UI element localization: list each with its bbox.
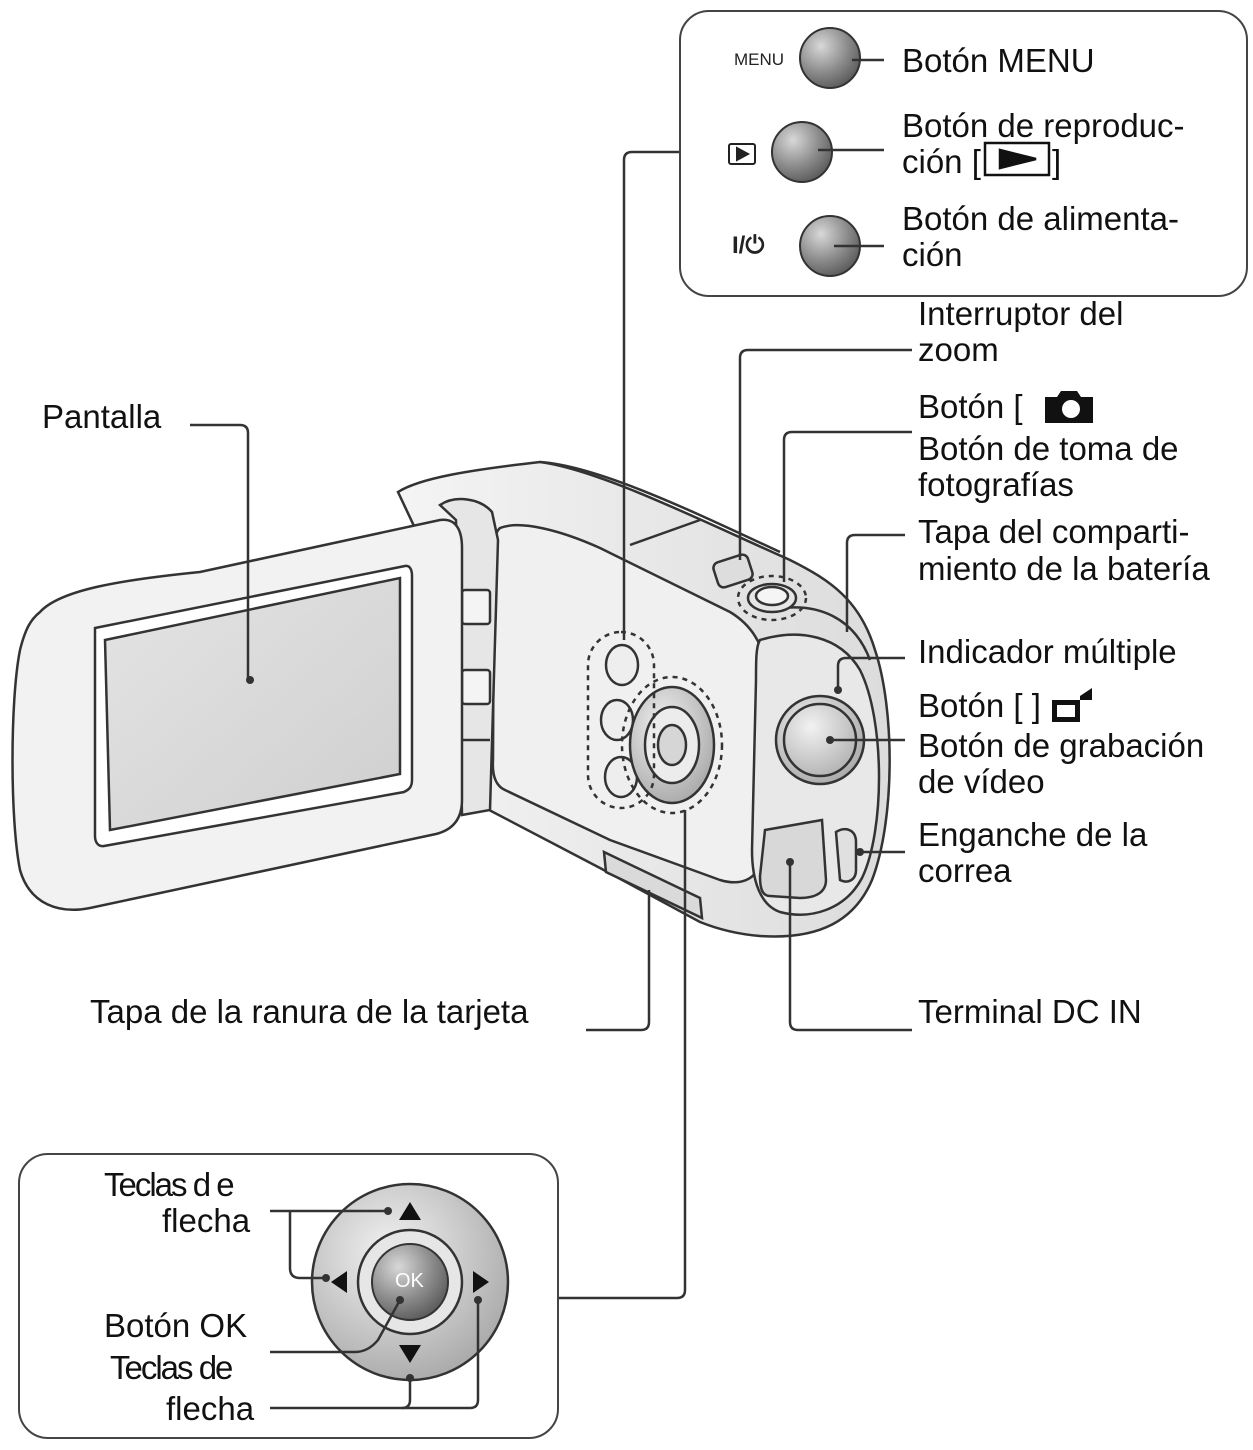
power-button-label-line2: ción: [902, 236, 963, 273]
playback-button-label-line2-post: ]: [1052, 143, 1062, 180]
strap-hook-label-line2: correa: [918, 852, 1012, 889]
video-button-label-line1: Botón [ ]: [918, 687, 1041, 724]
arrow-keys-top-label-line1: Teclas d e: [104, 1166, 235, 1203]
playback-inline-icon: [983, 141, 1051, 177]
arrow-keys-bottom-label-line2: flecha: [166, 1390, 255, 1427]
battery-cover-label-line2: miento de la batería: [918, 550, 1210, 587]
video-button-label-line3: de vídeo: [918, 763, 1045, 800]
power-icon: I/⏻: [732, 232, 765, 259]
arrow-pad-detail: [270, 1182, 510, 1410]
lcd-panel: [11, 518, 464, 911]
arrow-keys-panel: [18, 1153, 559, 1439]
menu-button-label: Botón MENU: [902, 42, 1095, 79]
camcorder-body: [396, 460, 891, 938]
playback-button-label-line1: Botón de reproduc-: [902, 107, 1185, 144]
arrow-right-icon: [473, 1271, 489, 1293]
video-camera-icon: [1052, 688, 1092, 722]
ok-button-label: Botón OK: [104, 1307, 248, 1344]
strap-hook-label-line1: Enganche de la: [918, 816, 1148, 853]
video-button-label-line2: Botón de grabación: [918, 727, 1205, 764]
playback-button-label-line2-pre: ción [: [902, 143, 981, 180]
card-slot-cover-label: Tapa de la ranura de la tarjeta: [90, 993, 529, 1030]
dc-in-label: Terminal DC IN: [918, 993, 1142, 1030]
photo-button-label-line2: Botón de toma de: [918, 430, 1179, 467]
callout-dashes: [586, 574, 808, 815]
photo-button-label-line3: fotografías: [918, 466, 1074, 503]
arrow-down-icon: [399, 1345, 421, 1363]
multi-indicator-label: Indicador múltiple: [918, 633, 1177, 670]
power-button-label-line1: Botón de alimenta-: [902, 200, 1180, 237]
playback-icon: [728, 143, 756, 165]
photo-button-label-line1: Botón [: [918, 388, 1023, 425]
camera-icon: [1045, 391, 1093, 423]
menu-glyph: MENU: [734, 50, 785, 69]
zoom-switch-label-line2: zoom: [918, 331, 999, 368]
arrow-up-icon: [399, 1202, 421, 1220]
ok-glyph: OK: [395, 1270, 424, 1292]
screen-label: Pantalla: [42, 398, 162, 435]
arrow-keys-bottom-label-line1: Teclas de: [110, 1349, 233, 1386]
arrow-left-icon: [331, 1271, 347, 1293]
battery-cover-label-line1: Tapa del comparti-: [918, 513, 1190, 550]
zoom-switch-label-line1: Interruptor del: [918, 295, 1124, 332]
top-panel-buttons: [728, 27, 1051, 277]
arrow-keys-top-label-line2: flecha: [162, 1202, 251, 1239]
